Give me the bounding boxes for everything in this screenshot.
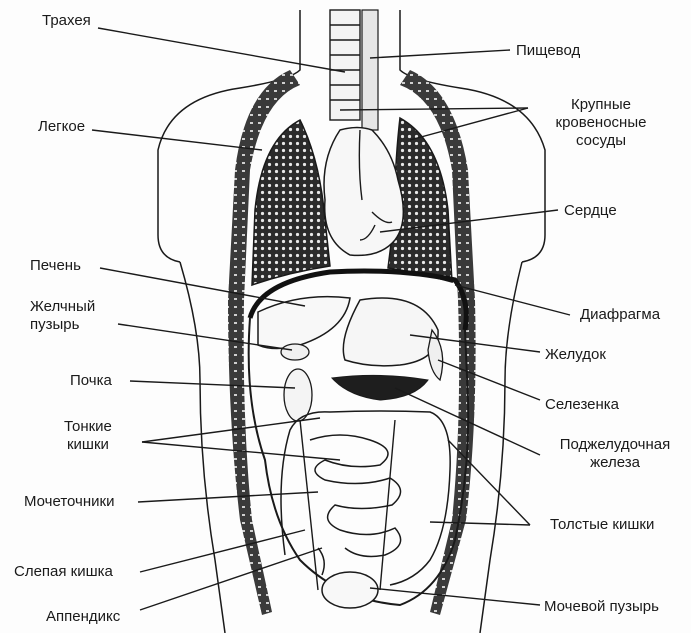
- label-stomach: Желудок: [545, 346, 606, 364]
- label-appendix: Аппендикс: [46, 608, 120, 626]
- label-pancreas: Поджелудочная железа: [540, 436, 690, 472]
- bladder-shape: [322, 572, 378, 608]
- appendix-shape: [318, 548, 324, 575]
- esophagus-shape: [362, 10, 378, 130]
- ureter-left: [300, 420, 318, 590]
- large-intestine-shape: [281, 411, 450, 585]
- small-intestine-coils: [310, 435, 401, 556]
- label-large-intestines: Толстые кишки: [550, 516, 654, 534]
- trachea-shape: [330, 10, 360, 120]
- label-large-vessels: Крупные кровеносные сосуды: [536, 96, 666, 150]
- heart-shape: [324, 128, 403, 256]
- stomach-shape: [343, 298, 438, 366]
- label-trachea: Трахея: [42, 12, 91, 30]
- label-gallbladder: Желчный пузырь: [30, 298, 95, 334]
- label-esophagus: Пищевод: [516, 42, 580, 60]
- gallbladder-shape: [281, 344, 309, 360]
- label-ureters: Мочеточники: [24, 493, 114, 511]
- label-spleen: Селезенка: [545, 396, 619, 414]
- torso-right-side: [480, 262, 522, 633]
- label-heart: Сердце: [564, 202, 617, 220]
- label-small-intestines: Тонкие кишки: [64, 418, 112, 454]
- label-liver: Печень: [30, 257, 81, 275]
- left-lung: [252, 120, 330, 285]
- label-cecum: Слепая кишка: [14, 563, 113, 581]
- kidney-shape: [284, 369, 312, 421]
- label-kidney: Почка: [70, 372, 112, 390]
- label-diaphragm: Диафрагма: [580, 306, 660, 324]
- label-lung: Легкое: [38, 118, 85, 136]
- label-bladder: Мочевой пузырь: [544, 598, 659, 616]
- liver-shape: [258, 297, 350, 349]
